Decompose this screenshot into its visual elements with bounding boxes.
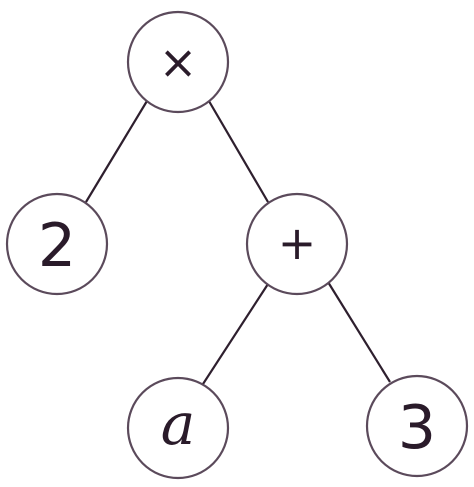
node-a: a <box>126 376 230 480</box>
edge-times-two <box>85 95 151 203</box>
node-two: 2 <box>5 192 109 296</box>
node-add-circle <box>245 192 349 296</box>
multiply-operator-label: × <box>159 35 198 89</box>
node-three-circle <box>365 374 469 478</box>
node-add: + <box>245 192 349 296</box>
edge-plus-a <box>202 283 269 385</box>
edge-plus-three <box>327 281 391 383</box>
edge-times-plus <box>205 95 269 203</box>
a-variable-label: a <box>161 390 196 458</box>
two-label: 2 <box>38 211 76 281</box>
three-label: 3 <box>398 393 436 463</box>
node-two-circle <box>5 192 109 296</box>
add-operator-label: + <box>278 216 317 270</box>
node-a-circle <box>126 376 230 480</box>
node-three: 3 <box>365 374 469 478</box>
node-multiply-circle <box>126 10 230 114</box>
node-multiply: × <box>126 10 230 114</box>
